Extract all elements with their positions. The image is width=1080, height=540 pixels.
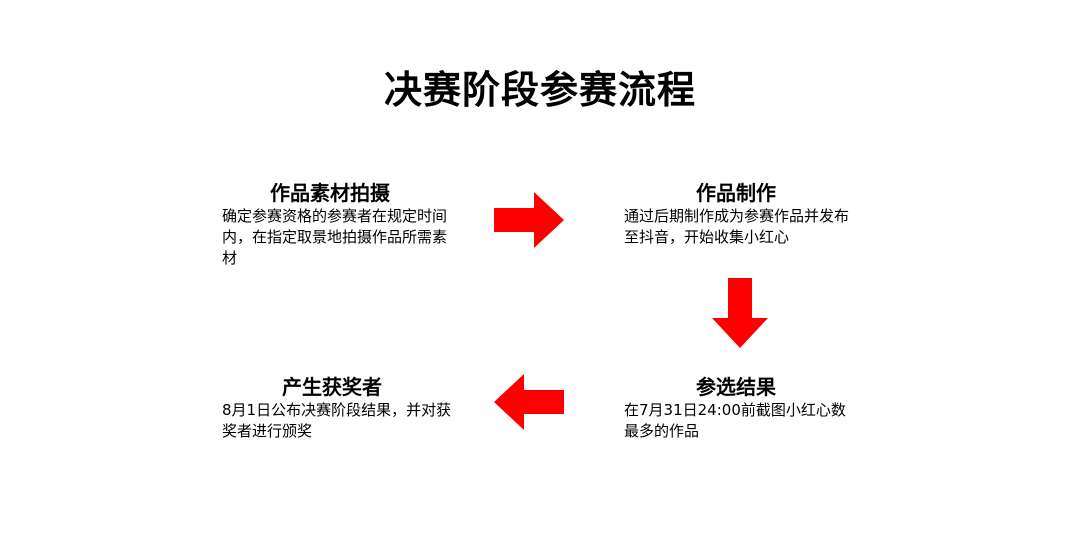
arrow-right-icon (494, 192, 564, 248)
step-title: 参选结果 (696, 375, 776, 399)
step-winner-announcement: 产生获奖者 8月1日公布决赛阶段结果，并对获奖者进行颁奖 (222, 374, 458, 442)
step-title: 作品素材拍摄 (270, 181, 390, 205)
step-description: 确定参赛资格的参赛者在规定时间内，在指定取景地拍摄作品所需素材 (222, 207, 448, 267)
page-title: 决赛阶段参赛流程 (383, 68, 696, 112)
step-title: 产生获奖者 (282, 375, 382, 399)
step-title: 作品制作 (696, 181, 776, 205)
step-description: 8月1日公布决赛阶段结果，并对获奖者进行颁奖 (222, 401, 452, 440)
arrow-left-icon (494, 374, 564, 430)
step-description: 在7月31日24:00前截图小红心数最多的作品 (624, 401, 846, 440)
step-selection-result: 参选结果 在7月31日24:00前截图小红心数最多的作品 (624, 374, 860, 442)
step-material-shooting: 作品素材拍摄 确定参赛资格的参赛者在规定时间内，在指定取景地拍摄作品所需素材 (222, 180, 450, 269)
arrow-down-icon (712, 278, 768, 348)
step-description: 通过后期制作成为参赛作品并发布至抖音，开始收集小红心 (624, 207, 850, 246)
step-work-production: 作品制作 通过后期制作成为参赛作品并发布至抖音，开始收集小红心 (624, 180, 860, 248)
